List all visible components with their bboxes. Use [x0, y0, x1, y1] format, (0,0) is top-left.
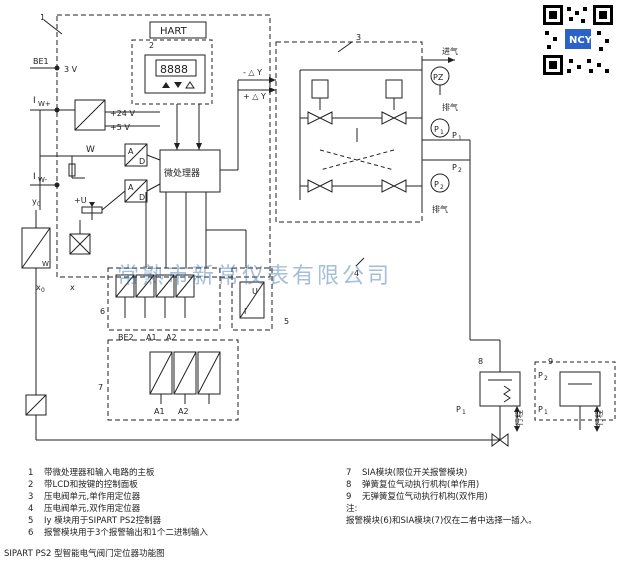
svg-text:P: P — [434, 125, 439, 134]
svg-text:+U: +U — [74, 196, 87, 205]
figure-caption: SIPART PS2 型智能电气阀门定位器功能图 — [4, 549, 165, 559]
lcd-digits: 8888 — [160, 63, 188, 76]
iy-module-outline — [231, 267, 273, 331]
svg-text:+24 V: +24 V — [110, 109, 135, 118]
svg-text:P: P — [538, 405, 543, 414]
svg-text:1: 1 — [544, 409, 548, 416]
svg-text:排气: 排气 — [432, 204, 448, 214]
svg-text:x: x — [70, 283, 75, 292]
actuator-9-outline — [534, 361, 616, 421]
svg-text:BE1: BE1 — [33, 57, 49, 66]
svg-text:2: 2 — [440, 184, 444, 191]
svg-text:BE2: BE2 — [118, 333, 134, 342]
svg-text:+ △ Y: + △ Y — [243, 92, 266, 101]
key-mode-icon — [185, 81, 195, 89]
svg-text:A1: A1 — [146, 333, 157, 342]
svg-text:W+: W+ — [38, 100, 51, 108]
svg-text:x: x — [36, 283, 41, 292]
svg-text:A2: A2 — [166, 333, 177, 342]
lcd-display — [155, 59, 197, 77]
svg-text:3: 3 — [356, 33, 361, 42]
function-diagram: HART 8888 微处理器 +24 V +5 V A D A D W +U B… — [21, 13, 616, 447]
alarm-module-outline — [107, 267, 221, 331]
legend-note-title: 注: — [346, 504, 358, 514]
svg-text:y: y — [32, 197, 37, 206]
microprocessor-box — [159, 149, 221, 193]
svg-text:5: 5 — [284, 317, 289, 326]
svg-text:P: P — [456, 405, 461, 414]
svg-text:行程: 行程 — [594, 410, 604, 426]
svg-text:A: A — [128, 147, 134, 156]
svg-text:D: D — [139, 157, 145, 166]
svg-text:A: A — [128, 183, 134, 192]
svg-text:1: 1 — [440, 129, 444, 136]
svg-text:+5 V: +5 V — [110, 123, 130, 132]
qr-code: NCY — [541, 3, 615, 77]
svg-text:I: I — [244, 307, 246, 316]
microprocessor-label: 微处理器 — [164, 167, 200, 179]
pressure-gauge-p1 — [430, 118, 450, 138]
actuator-9 — [559, 371, 601, 407]
svg-text:I: I — [33, 96, 36, 106]
svg-text:W-: W- — [38, 176, 48, 184]
svg-text:P: P — [452, 131, 457, 140]
svg-text:A2: A2 — [178, 407, 189, 416]
control-panel-outline — [131, 39, 213, 105]
svg-text:8: 8 — [478, 357, 483, 366]
hart-box — [149, 21, 207, 39]
svg-text:PZ: PZ — [433, 73, 444, 82]
svg-text:2: 2 — [544, 375, 548, 382]
legend-note: 报警模块(6)和SIA模块(7)仅在二者中选择一插入。 — [346, 516, 537, 526]
svg-text:P: P — [434, 180, 439, 189]
svg-text:2: 2 — [458, 167, 462, 174]
key-up-icon — [162, 82, 170, 88]
svg-text:I: I — [33, 172, 36, 182]
svg-text:7: 7 — [98, 383, 103, 392]
svg-text:1: 1 — [40, 13, 45, 22]
main-board-outline — [56, 14, 271, 278]
svg-text:P: P — [538, 371, 543, 380]
svg-text:6: 6 — [100, 307, 105, 316]
svg-text:行程: 行程 — [514, 410, 524, 426]
svg-text:- △ Y: - △ Y — [243, 68, 262, 77]
svg-text:A1: A1 — [154, 407, 165, 416]
svg-text:0: 0 — [37, 201, 41, 208]
key-down-icon — [174, 82, 182, 88]
svg-text:0: 0 — [41, 287, 45, 294]
pressure-gauge-p2 — [430, 173, 450, 193]
svg-text:1: 1 — [458, 135, 462, 142]
lcd-panel — [144, 54, 206, 94]
svg-text:W: W — [42, 260, 49, 268]
svg-text:D: D — [139, 193, 145, 202]
sia-module-outline — [107, 339, 239, 421]
svg-text:3 V: 3 V — [64, 65, 78, 74]
svg-text:进气: 进气 — [442, 46, 458, 56]
svg-text:NCY: NCY — [569, 35, 593, 46]
svg-text:U: U — [252, 287, 258, 296]
svg-text:1: 1 — [462, 409, 466, 416]
svg-text:4: 4 — [354, 269, 359, 278]
svg-text:W: W — [86, 145, 95, 155]
piezo-valve-outline — [275, 41, 423, 223]
svg-text:2: 2 — [149, 41, 154, 50]
actuator-8 — [479, 371, 521, 407]
power-module — [74, 99, 106, 131]
hart-label: HART — [160, 26, 188, 37]
svg-text:9: 9 — [548, 357, 553, 366]
svg-text:排气: 排气 — [442, 102, 458, 112]
svg-text:P: P — [452, 163, 457, 172]
watermark: 常熟市新常仪表有限公司 — [117, 264, 393, 289]
